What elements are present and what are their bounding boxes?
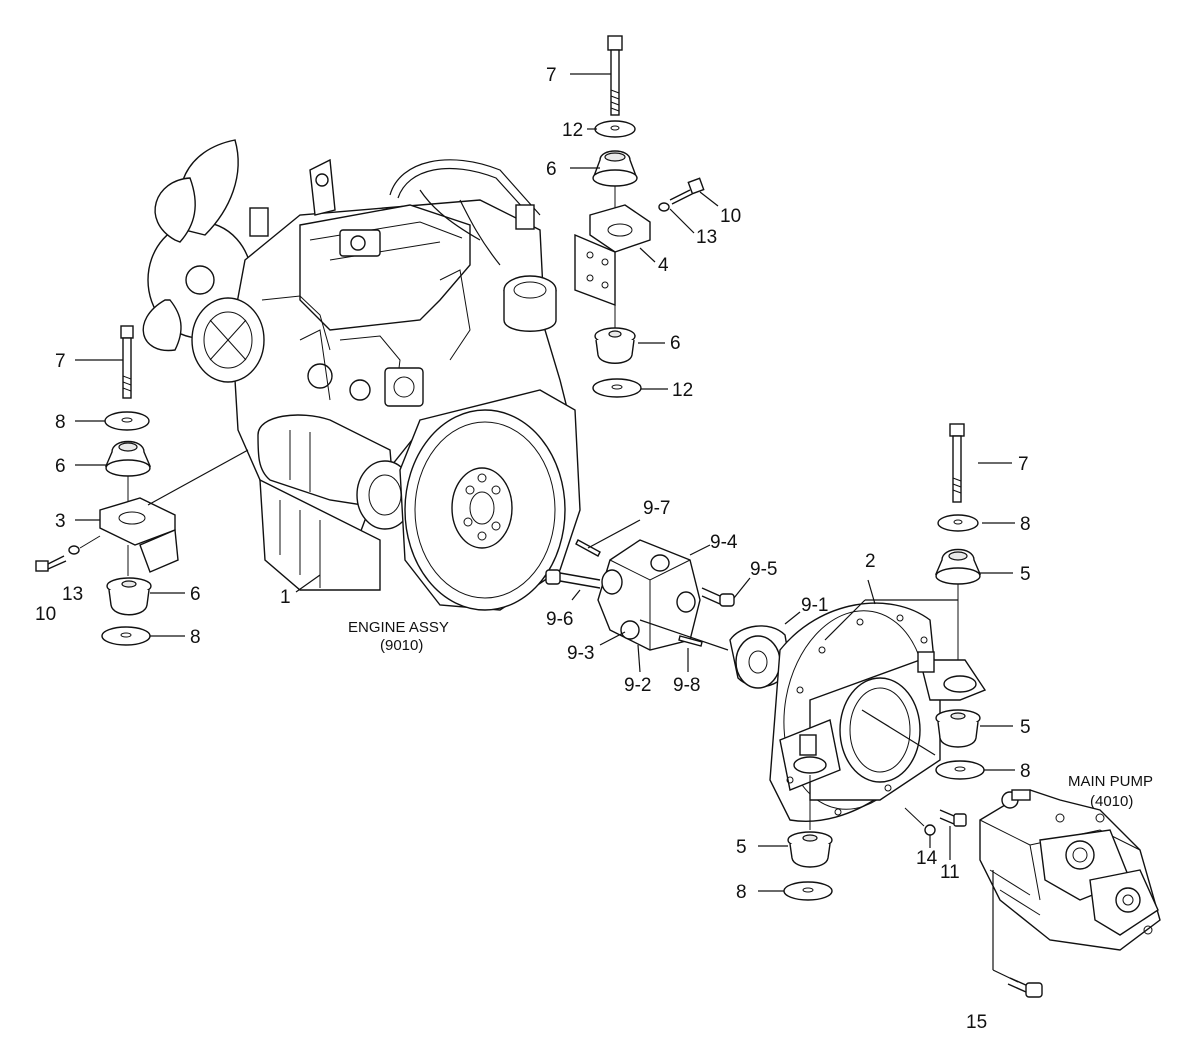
label-6-left-top: 6	[55, 456, 66, 477]
label-8-right-top: 8	[1020, 514, 1031, 535]
housing-2	[769, 602, 987, 822]
flywheel	[399, 389, 581, 611]
engine-assy-caption: ENGINE ASSY	[348, 619, 449, 636]
label-10-left: 10	[35, 604, 56, 625]
label-11: 11	[940, 862, 960, 883]
label-4: 4	[658, 255, 669, 276]
bolt-7-left	[120, 325, 134, 399]
label-7-right: 7	[1018, 454, 1029, 475]
label-13-right: 13	[696, 227, 717, 248]
main-pump-drawing	[979, 789, 1161, 998]
bolt-7-top	[607, 35, 623, 116]
rubber-mount-6-mid	[594, 327, 636, 364]
label-9-2: 9-2	[624, 675, 651, 696]
lifting-eye	[309, 158, 336, 216]
top-mount-stack	[574, 35, 705, 398]
callout-labels: 7 12 6 10 13 4 6 12 7 8 6 3 10 13 6 8 1 …	[35, 65, 1031, 1033]
label-9-6: 9-6	[546, 609, 573, 630]
captions: ENGINE ASSY (9010) MAIN PUMP (4010)	[348, 619, 1153, 810]
bolt-9-6	[545, 569, 601, 589]
rubber-mount-5-right-mid	[935, 709, 981, 748]
label-8-left-top: 8	[55, 412, 66, 433]
rubber-mount-5-right-top	[934, 548, 982, 585]
washer-8-left-top	[104, 411, 150, 431]
label-9-1: 9-1	[801, 595, 828, 616]
bolt-10-right	[669, 177, 705, 205]
hub-9-1	[729, 625, 791, 689]
flexible-coupling	[545, 539, 791, 689]
label-6-top: 6	[546, 159, 557, 180]
label-12-top: 12	[562, 120, 583, 141]
left-mount-stack	[35, 325, 249, 646]
bolt-7-right	[949, 423, 965, 503]
label-10-right: 10	[720, 206, 741, 227]
washer-13-right	[658, 202, 670, 212]
label-5-bottom: 5	[736, 837, 747, 858]
label-5-right-top: 5	[1020, 564, 1031, 585]
washer-14	[924, 824, 936, 836]
engine-assembly-drawing	[142, 139, 581, 611]
label-8-bottom: 8	[736, 882, 747, 903]
label-3: 3	[55, 511, 66, 532]
washer-8-left-bottom	[101, 626, 151, 646]
rubber-mount-6-left-bottom	[106, 577, 152, 616]
bolt-9-5	[701, 587, 735, 607]
bracket-3	[99, 449, 249, 573]
washer-8-bottom	[783, 881, 833, 901]
bolt-15	[1007, 977, 1043, 998]
leader-lines	[75, 73, 1015, 892]
washer-13-left	[68, 545, 80, 555]
label-9-8: 9-8	[673, 675, 700, 696]
label-9-4: 9-4	[710, 532, 738, 553]
label-12-mid: 12	[672, 380, 693, 401]
engine-assy-code: (9010)	[380, 637, 423, 654]
washer-12-mid	[592, 378, 642, 398]
washer-12-top	[594, 120, 636, 138]
label-9-5: 9-5	[750, 559, 777, 580]
coupling-body	[597, 539, 701, 651]
main-pump-caption: MAIN PUMP	[1068, 773, 1153, 790]
label-9-3: 9-3	[567, 643, 594, 664]
label-1: 1	[280, 587, 291, 608]
label-2: 2	[865, 551, 876, 572]
rubber-mount-6-top	[592, 150, 638, 187]
alternator	[191, 297, 265, 383]
label-8-right-mid: 8	[1020, 761, 1031, 782]
label-5-right-mid: 5	[1020, 717, 1031, 738]
rubber-mount-6-left-top	[104, 440, 152, 477]
label-15: 15	[966, 1012, 987, 1033]
bracket-4	[574, 204, 651, 307]
main-pump-code: (4010)	[1090, 793, 1133, 810]
label-8-left-bottom: 8	[190, 627, 201, 648]
label-7-left: 7	[55, 351, 66, 372]
label-14: 14	[916, 848, 938, 869]
rubber-mount-5-bottom	[787, 831, 833, 868]
label-9-7: 9-7	[643, 498, 670, 519]
right-mount-stack	[824, 423, 985, 780]
washer-8-right-top	[937, 514, 979, 532]
washer-8-right-mid	[935, 760, 985, 780]
pin-9-8	[678, 635, 703, 647]
label-6-mid: 6	[670, 333, 681, 354]
label-7-top: 7	[546, 65, 557, 86]
cooling-fan	[142, 139, 253, 352]
bolt-10-left	[35, 555, 67, 572]
label-13-left: 13	[62, 584, 83, 605]
label-6-left-bottom: 6	[190, 584, 201, 605]
bolt-11	[939, 809, 967, 827]
water-outlet	[503, 275, 557, 332]
